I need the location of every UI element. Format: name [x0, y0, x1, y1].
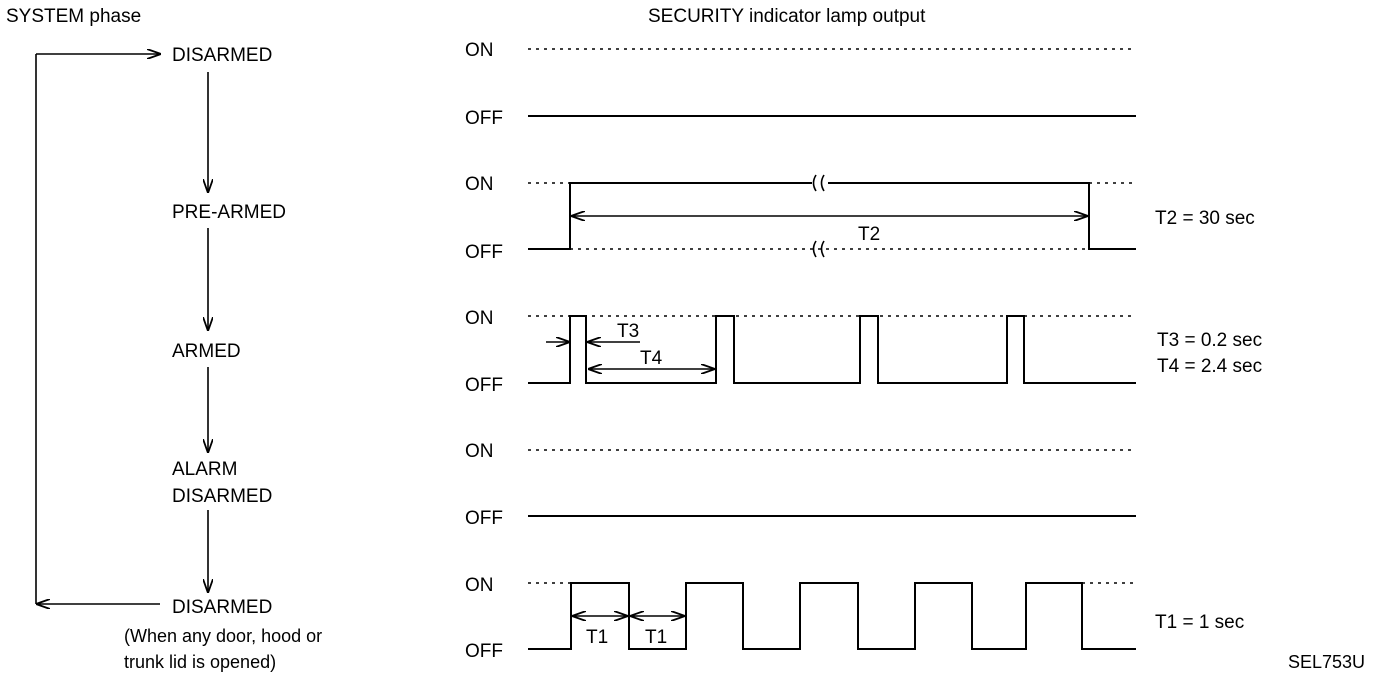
t1-label-1: T1	[586, 627, 608, 648]
waveform-armed: T3 T4	[528, 315, 1136, 384]
phase-armed: ARMED	[172, 341, 241, 362]
off-label-disarmed: OFF	[465, 108, 503, 129]
t4-value: T4 = 2.4 sec	[1157, 356, 1262, 377]
lamp-output-header: SECURITY indicator lamp output	[648, 6, 926, 27]
armed-signal	[528, 315, 1136, 384]
phase-disarmed-top: DISARMED	[172, 45, 272, 66]
break-mark-top	[812, 174, 825, 192]
system-phase-header: SYSTEM phase	[6, 6, 141, 27]
timing-values: T2 = 30 sec T3 = 0.2 sec T4 = 2.4 sec T1…	[1155, 208, 1262, 633]
t2-label: T2	[858, 224, 880, 245]
phase-pre-armed: PRE-ARMED	[172, 202, 286, 223]
waveform-disarmed	[528, 48, 1136, 117]
on-label-prearmed: ON	[465, 174, 494, 195]
phase-disarmed-bottom: DISARMED	[172, 597, 272, 618]
on-label-alarm-disarmed: ON	[465, 441, 494, 462]
off-label-alarm-disarmed: OFF	[465, 508, 503, 529]
phase-alarm-disarmed-line2: DISARMED	[172, 486, 272, 507]
t1-square-wave	[528, 582, 1136, 650]
phase-flow: DISARMED PRE-ARMED ARMED ALARM DISARMED …	[35, 45, 322, 672]
waveform-pre-armed: T2	[528, 174, 1136, 258]
phase-note-line1: (When any door, hood or	[124, 626, 322, 646]
t3-value: T3 = 0.2 sec	[1157, 330, 1262, 351]
off-label-disarmed-bottom: OFF	[465, 641, 503, 662]
phase-note-line2: trunk lid is opened)	[124, 652, 276, 672]
off-label-prearmed: OFF	[465, 242, 503, 263]
t4-label: T4	[640, 348, 663, 369]
t1-label-2: T1	[645, 627, 667, 648]
figure-code: SEL753U	[1288, 652, 1365, 672]
waveform-alarm-disarmed	[528, 449, 1136, 517]
on-label-disarmed: ON	[465, 40, 494, 61]
on-label-disarmed-bottom: ON	[465, 575, 494, 596]
t3-label: T3	[617, 321, 639, 342]
off-label-armed: OFF	[465, 375, 503, 396]
pre-armed-signal	[528, 182, 1136, 250]
t1-value: T1 = 1 sec	[1155, 612, 1244, 633]
level-labels: ON OFF ON OFF ON OFF ON OFF ON OFF	[465, 40, 503, 662]
waveform-disarmed-open: T1 T1	[528, 582, 1136, 650]
break-mark-bottom	[812, 240, 825, 258]
t2-value: T2 = 30 sec	[1155, 208, 1255, 229]
on-label-armed: ON	[465, 308, 494, 329]
phase-alarm-disarmed-line1: ALARM	[172, 459, 237, 480]
